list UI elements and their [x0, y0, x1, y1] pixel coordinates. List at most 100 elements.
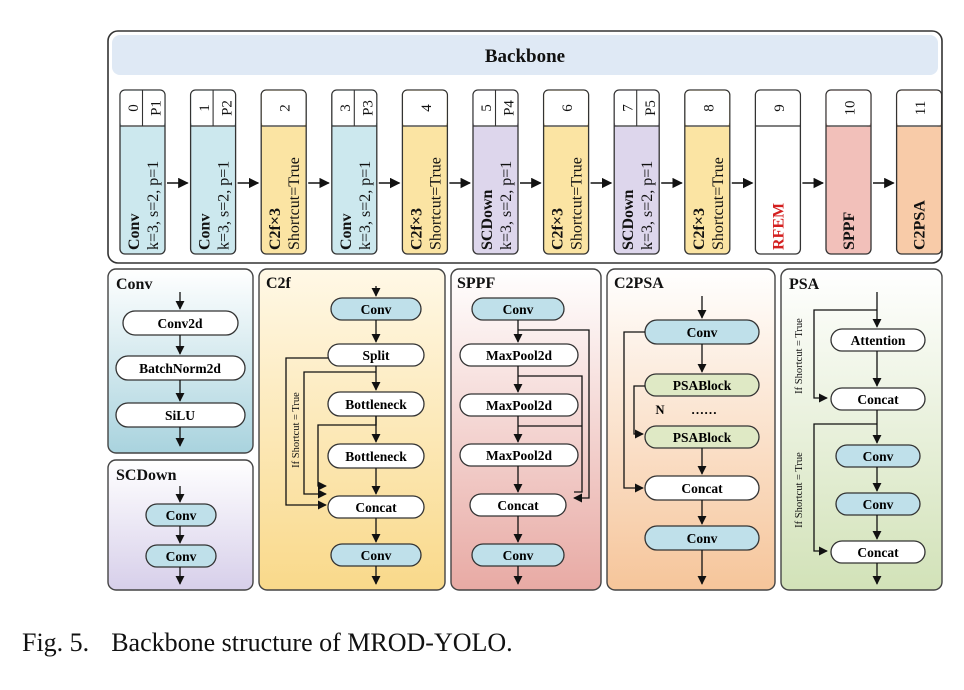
sppf-maxpool-block-2 [459, 393, 579, 417]
backbone-column-index: 10 [843, 101, 859, 116]
sppf-maxpool-label-1: MaxPool2d [486, 348, 552, 363]
sppf-panel-title: SPPF [457, 275, 495, 292]
c2psa-psablock-label-2: PSABlock [673, 430, 732, 445]
psa-concat-label-1: Concat [857, 392, 899, 407]
backbone-column-index: 1 [197, 104, 213, 112]
sppf-maxpool-block-1 [459, 343, 579, 367]
batchnorm2d-label: BatchNorm2d [139, 361, 221, 376]
psa-concat-label-2: Concat [857, 545, 899, 560]
c2f-concat-label: Concat [355, 500, 397, 515]
backbone-column-box [684, 89, 731, 255]
silu-label: SiLU [165, 408, 195, 423]
c2psa-conv-label-top: Conv [687, 325, 718, 340]
backbone-column-name: C2f×3 [691, 208, 708, 250]
backbone-column-box [542, 89, 590, 255]
backbone-column-header [403, 90, 447, 127]
backbone-column-name: Conv [197, 214, 214, 250]
c2psa-psablock-label-1: PSABlock [673, 378, 732, 393]
scdown-panel-title: SCDown [116, 467, 177, 484]
backbone-column-index: 5 [479, 104, 495, 112]
backbone-column-name: Conv [126, 214, 143, 250]
backbone-column-header [826, 90, 871, 127]
sppf-maxpool-label-3: MaxPool2d [486, 448, 552, 463]
backbone-column-params: Shortcut=True [427, 157, 444, 250]
conv-panel-title: Conv [116, 276, 152, 293]
backbone-column-name: SPPF [841, 212, 858, 250]
backbone-column-index: 7 [620, 104, 636, 112]
psa-panel-title: PSA [789, 276, 820, 293]
backbone-column-box [401, 89, 449, 255]
c2f-panel-title: C2f [266, 275, 292, 292]
backbone-column-params: Shortcut=True [286, 157, 303, 250]
backbone-column-box [754, 89, 802, 255]
psa-conv-label-2: Conv [863, 497, 894, 512]
backbone-column-header [897, 90, 941, 127]
scdown-conv-block-1 [145, 503, 217, 527]
scdown-conv-label-1: Conv [166, 508, 197, 523]
backbone-column-name: C2f×3 [267, 208, 284, 250]
c2f-bottleneck-label-1: Bottleneck [345, 397, 407, 412]
psa-conv-block-1 [835, 444, 921, 468]
c2psa-conv-label-bottom: Conv [687, 531, 718, 546]
figure-caption: Fig. 5.Backbone structure of MROD-YOLO. [22, 628, 513, 658]
c2f-shortcut-label: If Shortcut = True [291, 392, 302, 468]
sppf-concat-label: Concat [497, 498, 539, 513]
backbone-column-index: 3 [338, 104, 354, 112]
backbone-column-index: 8 [701, 104, 717, 112]
psa-attention-block [830, 328, 926, 352]
backbone-column-params: k=3, s=2, p=1 [216, 161, 233, 250]
backbone-column-params: Shortcut=True [569, 157, 586, 250]
backbone-column-header [261, 90, 306, 127]
backbone-column-tag: P2 [219, 100, 235, 116]
backbone-column-box [825, 89, 872, 255]
backbone-column-box [895, 89, 943, 255]
c2f-conv-label-bottom: Conv [361, 548, 392, 563]
backbone-column-params: k=3, s=2, p=1 [145, 161, 162, 250]
backbone-column-index: 9 [772, 104, 788, 112]
sppf-maxpool-block-3 [459, 443, 579, 467]
c2psa-panel-title: C2PSA [614, 275, 664, 292]
backbone-column-index: 6 [560, 104, 576, 112]
backbone-column-index: 2 [278, 104, 294, 112]
psa-conv-block-2 [835, 492, 921, 516]
backbone-column-index: 11 [913, 101, 929, 115]
backbone-column-name: Conv [338, 214, 355, 250]
scdown-conv-block-2 [145, 544, 217, 568]
backbone-column-name: C2f×3 [550, 208, 567, 250]
backbone-column-tag: P4 [502, 100, 518, 116]
backbone-column-box [260, 89, 307, 255]
backbone-column-tag: P3 [360, 100, 376, 116]
psa-concat-block-1 [830, 387, 926, 411]
backbone-column-name: SCDown [620, 189, 637, 250]
c2psa-panel: C2PSA Conv PSABlock N …… PSABlock Concat… [606, 268, 776, 591]
backbone-column-name: SCDown [479, 189, 496, 250]
backbone-header [112, 35, 938, 75]
psa-conv-label-1: Conv [863, 449, 894, 464]
figure-caption-text: Backbone structure of MROD-YOLO. [111, 628, 513, 657]
backbone-column-index: 0 [126, 104, 142, 112]
sppf-panel: SPPF Conv MaxPool2d MaxPool2d MaxPool2d … [450, 268, 602, 591]
c2psa-concat-label: Concat [681, 481, 723, 496]
c2f-conv-label-top: Conv [361, 302, 392, 317]
backbone-column-name: C2PSA [912, 200, 929, 250]
sppf-maxpool-label-2: MaxPool2d [486, 398, 552, 413]
backbone-column-header [756, 90, 800, 127]
backbone-column-params: k=3, s=2, p=1 [639, 161, 656, 250]
backbone-column-header [685, 90, 730, 127]
c2f-bottleneck-label-2: Bottleneck [345, 449, 407, 464]
psa-panel: PSA If Shortcut = True Attention Concat … [780, 268, 943, 591]
c2psa-dots: …… [691, 402, 717, 417]
scdown-conv-label-2: Conv [166, 549, 197, 564]
